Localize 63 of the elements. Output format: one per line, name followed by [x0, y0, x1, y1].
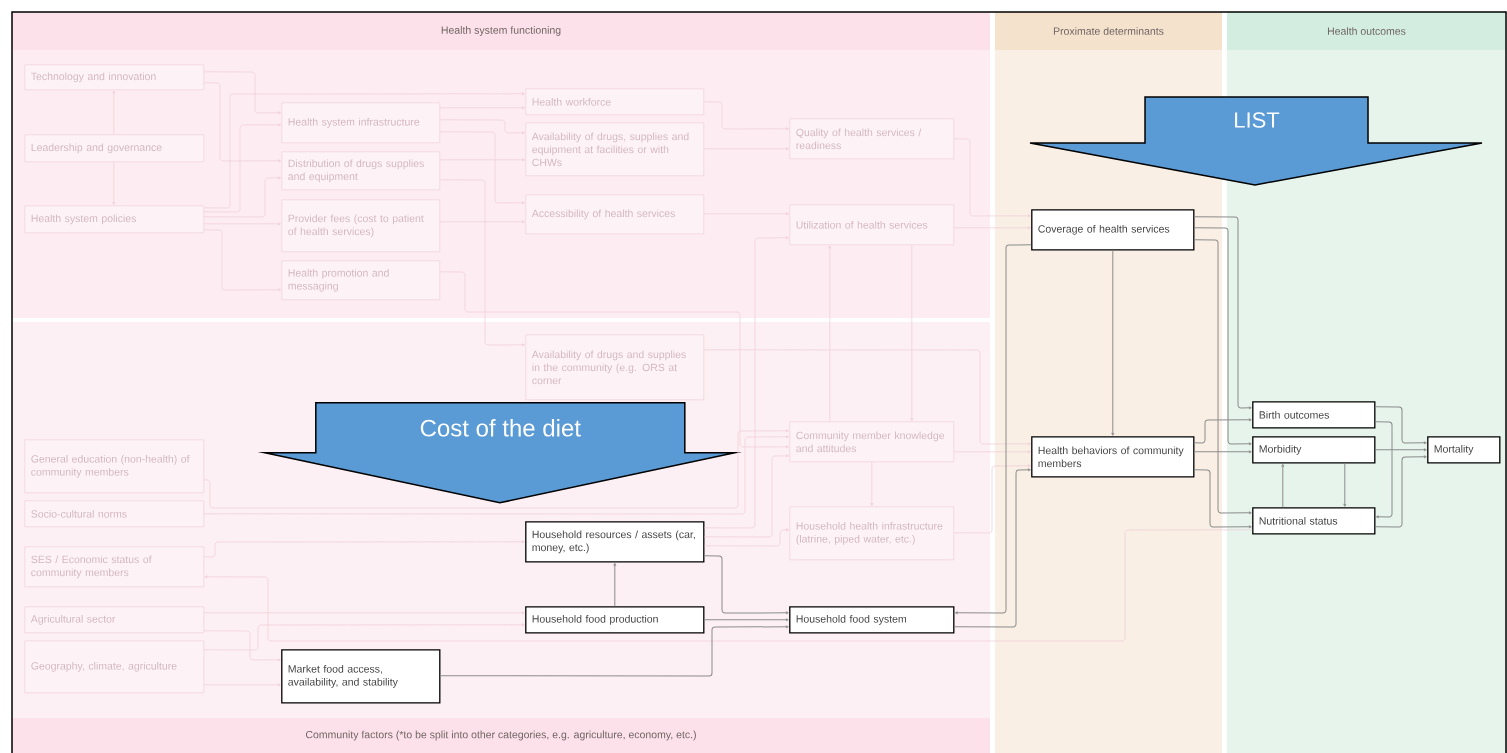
factor-box: Health system infrastructure — [281, 102, 441, 144]
factor-box: General education (non-health) of community members — [24, 439, 205, 494]
factor-box: Distribution of drugs supplies and equipment — [281, 151, 441, 191]
factor-box: Leadership and governance — [24, 134, 205, 163]
factor-box: Geography, climate, agriculture — [24, 640, 205, 694]
arrow — [203, 71, 281, 115]
highlighted-box: Coverage of health services — [1031, 209, 1195, 251]
highlighted-box: Market food access, availability, and stability — [281, 649, 441, 704]
factor-box: Health promotion and messaging — [281, 260, 441, 301]
arrow — [203, 82, 281, 163]
arrow — [703, 349, 1031, 446]
highlighted-box: Mortality — [1427, 436, 1501, 464]
arrow — [439, 119, 525, 135]
arrow — [1111, 249, 1115, 436]
arrow — [1193, 216, 1252, 410]
arrow — [954, 244, 1032, 615]
arrow — [1374, 406, 1427, 445]
arrow — [439, 271, 789, 449]
highlighted-box: Nutritional status — [1252, 507, 1376, 535]
arrow — [1343, 462, 1347, 507]
arrow — [203, 630, 281, 662]
arrow — [703, 618, 789, 622]
arrow — [953, 464, 1031, 534]
arrow — [1374, 421, 1393, 519]
arrow — [203, 540, 525, 558]
highlighted-box: Morbidity — [1252, 436, 1376, 464]
factor-box: Technology and innovation — [24, 64, 205, 91]
arrow — [704, 528, 789, 547]
highlighted-box: Household food production — [525, 606, 705, 634]
arrow — [439, 179, 525, 347]
arrow — [1193, 450, 1252, 454]
factor-box: Health workforce — [525, 88, 705, 116]
highlighted-box: Health behaviors of community members — [1031, 436, 1195, 478]
factor-box: Socio-cultural norms — [24, 500, 205, 528]
highlighted-box: Household resources / assets (car, money, etc.) — [525, 521, 705, 563]
arrow — [1193, 418, 1252, 444]
arrow — [703, 555, 789, 615]
arrow — [439, 131, 525, 205]
arrow — [1374, 455, 1427, 528]
arrow — [703, 101, 789, 131]
arrow — [1193, 227, 1252, 446]
arrow — [613, 562, 617, 607]
arrow — [1193, 469, 1252, 529]
arrow — [203, 229, 281, 292]
arrow — [203, 123, 281, 213]
arrow — [204, 529, 1253, 642]
arrow — [1281, 463, 1285, 508]
arrow — [953, 468, 1031, 628]
factor-box: Health system policies — [24, 205, 205, 234]
factor-box: Utilization of health services — [789, 204, 955, 246]
arrow — [953, 138, 1031, 218]
factor-box: Community member knowledge and attitudes — [789, 421, 955, 463]
arrow — [439, 625, 789, 677]
arrow — [203, 92, 525, 209]
arrow — [704, 454, 789, 538]
arrow — [1374, 448, 1427, 452]
arrow — [1193, 239, 1252, 515]
arrow — [203, 623, 525, 651]
highlighted-box: Household food system — [789, 606, 955, 634]
highlighted-box: Birth outcomes — [1252, 401, 1376, 429]
arrow — [203, 176, 281, 218]
arrow — [704, 236, 789, 529]
factor-box: Agricultural sector — [24, 606, 205, 634]
